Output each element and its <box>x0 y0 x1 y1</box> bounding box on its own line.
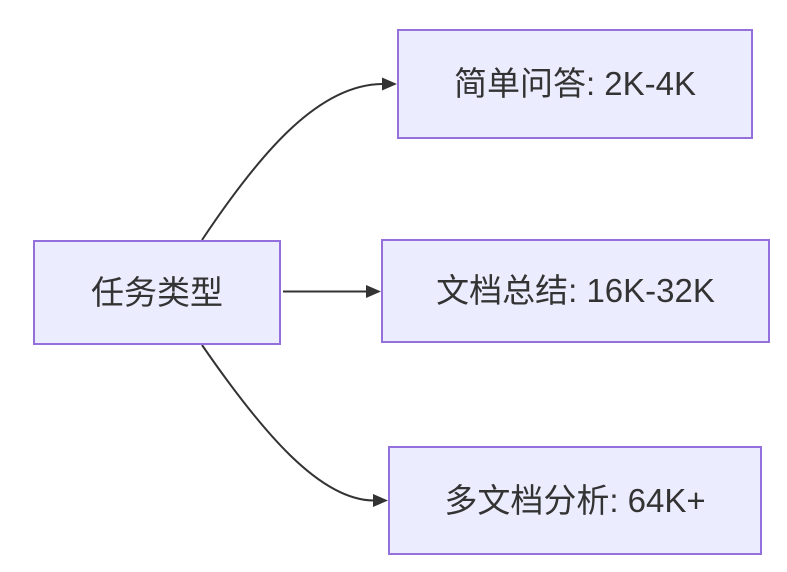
node-doc-summary-label: 文档总结: 16K-32K <box>436 272 715 310</box>
node-simple-qa: 简单问答: 2K-4K <box>397 29 753 139</box>
edge-root-to-simple-qa <box>201 77 397 241</box>
node-doc-summary: 文档总结: 16K-32K <box>381 239 770 343</box>
edge-line <box>201 83 384 241</box>
arrowhead-icon <box>382 77 397 91</box>
node-task-type-label: 任务类型 <box>91 273 223 311</box>
edge-root-to-doc-summary <box>283 285 381 298</box>
arrowhead-icon <box>373 494 388 507</box>
arrowhead-icon <box>366 285 381 298</box>
node-multi-doc-label: 多文档分析: 64K+ <box>444 481 706 519</box>
node-multi-doc: 多文档分析: 64K+ <box>388 446 762 555</box>
node-simple-qa-label: 简单问答: 2K-4K <box>453 65 697 103</box>
edge-root-to-multi-doc <box>201 344 388 507</box>
node-task-type: 任务类型 <box>33 240 281 345</box>
edge-line <box>201 344 375 502</box>
